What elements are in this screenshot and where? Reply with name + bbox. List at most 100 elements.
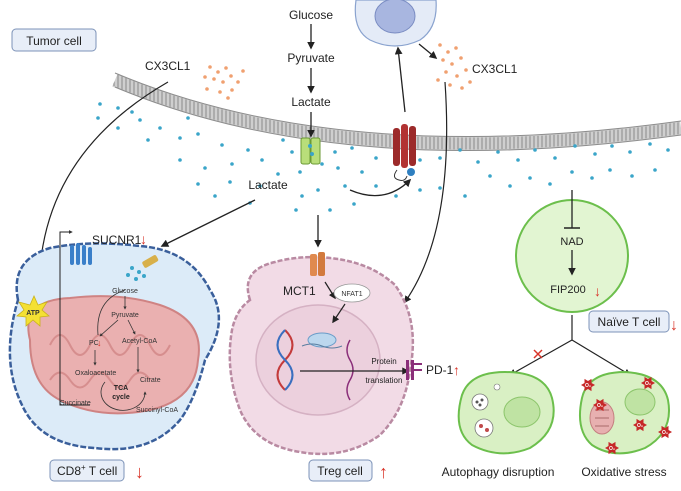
succinate-loop-line — [59, 230, 90, 406]
dot — [438, 43, 442, 47]
dot — [226, 96, 230, 100]
arrow-cx3cl1-treg — [404, 81, 448, 304]
dot — [418, 188, 422, 192]
arrow-mct1-nfat1 — [324, 281, 336, 300]
dot — [196, 132, 200, 136]
translation-label: translation — [366, 376, 403, 385]
dot — [350, 146, 354, 150]
dot — [516, 158, 520, 162]
arrow-pyruvate-acetyl — [127, 319, 136, 335]
dot — [528, 176, 532, 180]
dot — [138, 118, 142, 122]
naive-down-arrow: ↓ — [670, 317, 678, 334]
dot — [608, 168, 612, 172]
cx3cl1-dots-right — [436, 43, 472, 90]
pd1-up-arrow: ↑ — [453, 362, 460, 378]
dot — [186, 116, 190, 120]
glucose-label: Glucose — [289, 8, 333, 22]
arrow-pyruvate-pc — [99, 319, 119, 337]
dot — [441, 58, 445, 62]
dot — [488, 174, 492, 178]
protein-strand — [346, 339, 354, 401]
dot — [218, 90, 222, 94]
mrna-strand — [301, 343, 343, 349]
dot — [220, 143, 224, 147]
dot — [260, 158, 264, 162]
pyruvate-label: Pyruvate — [287, 51, 335, 65]
ros-label: O₂ — [645, 381, 651, 387]
ros-icon: O₂ — [605, 441, 619, 455]
pd1-label: PD-1 — [426, 363, 454, 377]
arrow-receptor-topcell — [394, 46, 406, 113]
cd8-down-arrow: ↓ — [135, 462, 144, 482]
dot — [213, 194, 217, 198]
dot — [455, 74, 459, 78]
naive-label-box — [588, 310, 670, 333]
dot — [460, 86, 464, 90]
ros-icon: O₂ — [641, 376, 655, 390]
dot — [290, 150, 294, 154]
treg-up-arrow: ↑ — [379, 462, 388, 482]
treg-cell — [228, 255, 415, 456]
tumor-cell-label-box — [11, 28, 97, 52]
lactate-dots — [96, 102, 670, 212]
dot — [533, 148, 537, 152]
cd8-t-cell — [8, 242, 221, 451]
fip200-down-arrow: ↓ — [594, 283, 601, 299]
dot — [205, 87, 209, 91]
sucnr1-receptor — [70, 243, 92, 265]
tumor-cell-label: Tumor cell — [26, 34, 82, 48]
glucose-inner-label: Glucose — [112, 288, 138, 295]
pc-label: PC — [89, 340, 99, 347]
cd8-label-box — [49, 459, 125, 482]
dot — [610, 144, 614, 148]
dot — [236, 80, 240, 84]
dot — [666, 148, 670, 152]
arrow-lactate-receptor — [349, 178, 412, 197]
pyruvate-inner-label: Pyruvate — [111, 312, 139, 319]
cx3cl1-right-label: CX3CL1 — [472, 62, 518, 76]
sucnr1-label: SUCNR1 — [92, 233, 142, 247]
dot — [653, 168, 657, 172]
ros-icon: O₂ — [633, 418, 647, 432]
dot — [130, 110, 134, 114]
dot — [98, 102, 102, 106]
dot — [476, 160, 480, 164]
dot — [508, 184, 512, 188]
dot — [178, 136, 182, 140]
dot — [418, 158, 422, 162]
autophagy-cell — [457, 370, 555, 455]
dot — [300, 194, 304, 198]
top-immune-cell — [354, 0, 437, 47]
ros-icon: O₂ — [581, 378, 595, 392]
protein-label: Protein — [371, 357, 396, 366]
dot — [196, 182, 200, 186]
ros-icon: O₂ — [658, 425, 672, 439]
dot — [593, 152, 597, 156]
ros-label: O₂ — [637, 423, 643, 429]
dot — [553, 156, 557, 160]
arrow-nfat1-ribosome — [332, 303, 346, 324]
treg-label: Treg cell — [317, 464, 363, 478]
naive-label: Naïve T cell — [598, 315, 661, 329]
branch-right — [571, 339, 632, 376]
ros-label: O₂ — [597, 403, 603, 409]
ros-label: O₂ — [662, 430, 668, 436]
cd8-label: CD8+ T cell — [57, 463, 117, 478]
succinate-label: Succinate — [60, 400, 91, 407]
ros-icon: O₂ — [593, 398, 607, 412]
arrow-topcell-cx3cl1 — [418, 43, 438, 59]
dot — [450, 62, 454, 66]
dot — [333, 150, 337, 154]
treg-label-box — [308, 459, 373, 482]
dot — [276, 172, 280, 176]
dot — [448, 83, 452, 87]
cycle-label: cycle — [112, 394, 130, 401]
dot — [548, 182, 552, 186]
dot — [216, 70, 220, 74]
fip200-label: FIP200 — [550, 284, 585, 296]
dot — [446, 50, 450, 54]
dot — [454, 46, 458, 50]
nad-label: NAD — [560, 236, 583, 248]
